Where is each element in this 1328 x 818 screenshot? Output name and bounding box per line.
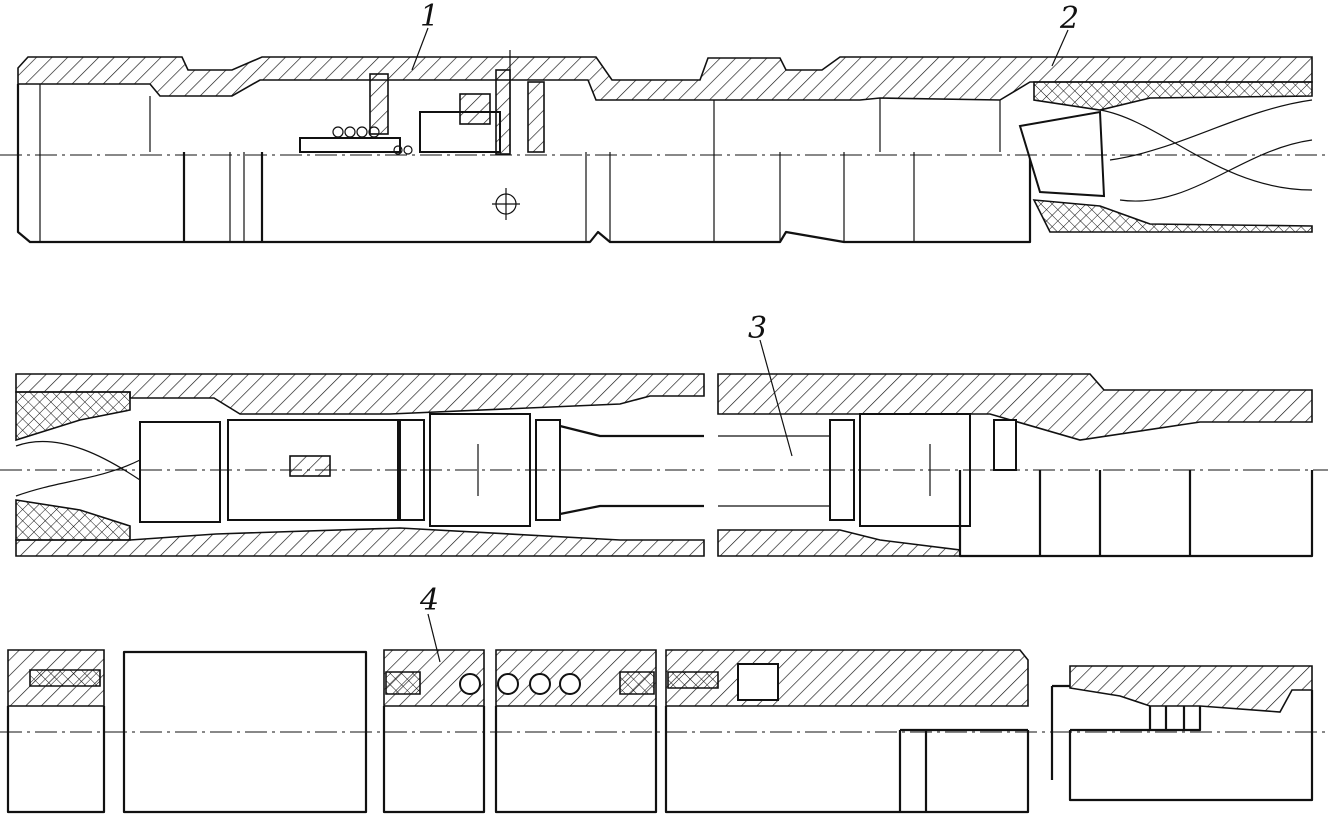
row3-seg-e-insert xyxy=(737,663,779,701)
row1-helix xyxy=(1099,99,1313,202)
row3-seg-e-body xyxy=(664,706,1030,814)
callout-3-leader xyxy=(759,339,793,457)
row3-seg-c-body xyxy=(382,706,486,814)
row-2-assembly xyxy=(0,339,1328,558)
callout-1-leader xyxy=(411,27,429,71)
callout-4: 4 xyxy=(419,583,439,618)
row2-right-upper-wall xyxy=(717,373,1313,441)
callout-2: 2 xyxy=(1059,1,1079,36)
row3-seg-c-seal xyxy=(385,671,421,695)
callout-2-leader xyxy=(1051,29,1069,67)
row1-body-outline xyxy=(16,84,1032,244)
row1-rotor-head xyxy=(1018,110,1106,198)
row1-elastomer-upper xyxy=(1033,81,1313,111)
row3-ball xyxy=(459,673,481,695)
row2-flange-d xyxy=(993,419,1017,471)
row2-right-lower-wall xyxy=(717,529,961,557)
callout-1: 1 xyxy=(420,0,439,34)
row3-ball xyxy=(497,673,519,695)
row1-spring-pack xyxy=(299,137,401,153)
row2-left-shaft-end xyxy=(559,424,704,516)
row1-bearing-race xyxy=(459,93,491,125)
row1-housing-upper-wall xyxy=(17,56,1313,101)
row1-key xyxy=(495,69,511,155)
callout-4-leader xyxy=(427,613,441,663)
row-1-assembly xyxy=(0,27,1328,244)
row2-rotor-coupling xyxy=(139,421,221,523)
callout-3: 3 xyxy=(748,311,767,346)
row2-key xyxy=(289,455,331,477)
row3-seg-f-wall xyxy=(1069,665,1313,713)
row2-left-helix xyxy=(15,440,141,497)
row1-nut xyxy=(527,81,545,153)
row3-seg-e-seal xyxy=(667,671,719,689)
row3-seg-b-body xyxy=(122,650,368,814)
row3-ball xyxy=(559,673,581,695)
row3-seg-d-body xyxy=(494,706,658,814)
row3-seg-d-seal xyxy=(619,671,655,695)
row-3-assembly xyxy=(0,613,1328,814)
row3-seg-f-body xyxy=(1050,684,1314,802)
row2-left-lower-wall xyxy=(15,527,705,557)
row1-elastomer-lower xyxy=(1032,199,1313,233)
row2-left-elastomer xyxy=(15,391,131,541)
row3-ball xyxy=(529,673,551,695)
row3-seg-e-wall xyxy=(665,649,1029,707)
row2-right-body xyxy=(958,470,1314,558)
row3-seg-a-seal xyxy=(29,669,101,687)
row2-joint-a xyxy=(429,413,531,527)
row1-sleeve xyxy=(369,73,389,135)
row3-seg-a-body xyxy=(6,706,106,814)
row1-inner-mechanism xyxy=(299,50,545,155)
